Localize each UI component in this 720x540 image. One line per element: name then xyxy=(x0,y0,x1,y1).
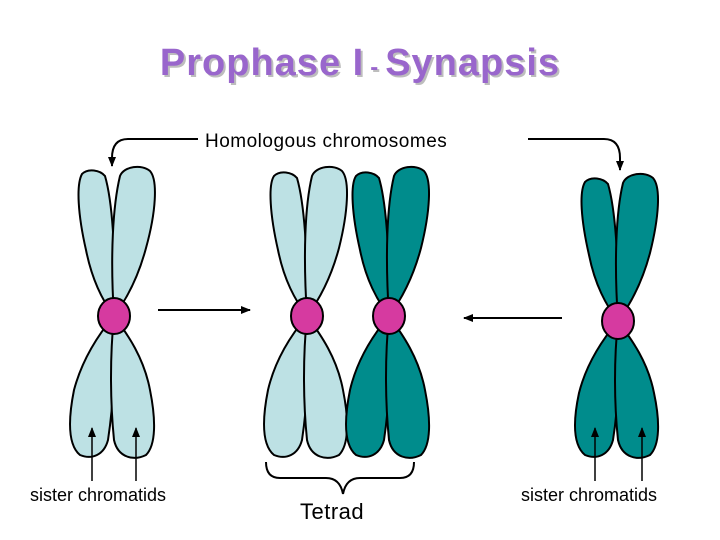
sister-chromatids-label-right: sister chromatids xyxy=(521,485,658,505)
chromatid xyxy=(614,318,660,459)
chromatid xyxy=(269,171,309,319)
slide-title: Prophase I-Synapsis xyxy=(0,42,720,85)
sister-chromatid-pointers-right xyxy=(591,427,646,481)
chromosome-left-light xyxy=(69,165,156,459)
chromatid xyxy=(345,313,391,458)
chromatid xyxy=(303,165,348,319)
title-main: Prophase I xyxy=(159,42,365,84)
chromatid xyxy=(614,172,660,324)
tetrad-label: Tetrad xyxy=(300,499,365,524)
chromatid xyxy=(110,313,156,459)
chromosome-tetrad-dark xyxy=(345,165,431,459)
chromosome-right-dark xyxy=(574,172,660,459)
chromatid xyxy=(111,165,156,319)
chromatid xyxy=(263,313,309,458)
homologous-chromosomes-label: Homologous chromosomes xyxy=(205,131,448,152)
centromere xyxy=(290,297,324,335)
chromatid xyxy=(385,165,430,319)
homologous-bracket xyxy=(108,138,624,171)
chromatid xyxy=(303,313,349,459)
homologous-right-line xyxy=(528,138,624,171)
chromatid xyxy=(385,313,431,459)
centromere xyxy=(372,297,406,335)
chromatid xyxy=(574,318,620,458)
homologous-left-line xyxy=(108,138,198,167)
chromatid xyxy=(351,171,391,319)
tetrad-brace xyxy=(265,461,415,495)
sister-chromatids-label-left: sister chromatids xyxy=(30,485,167,505)
chromatid xyxy=(77,169,116,319)
centromere xyxy=(601,302,635,340)
centromere xyxy=(97,297,131,335)
chromosome-tetrad-light xyxy=(263,165,349,459)
title-separator: - xyxy=(370,54,380,81)
sister-chromatid-pointers-left xyxy=(88,427,140,481)
title-sub: Synapsis xyxy=(385,42,561,84)
chromatid xyxy=(580,177,620,324)
